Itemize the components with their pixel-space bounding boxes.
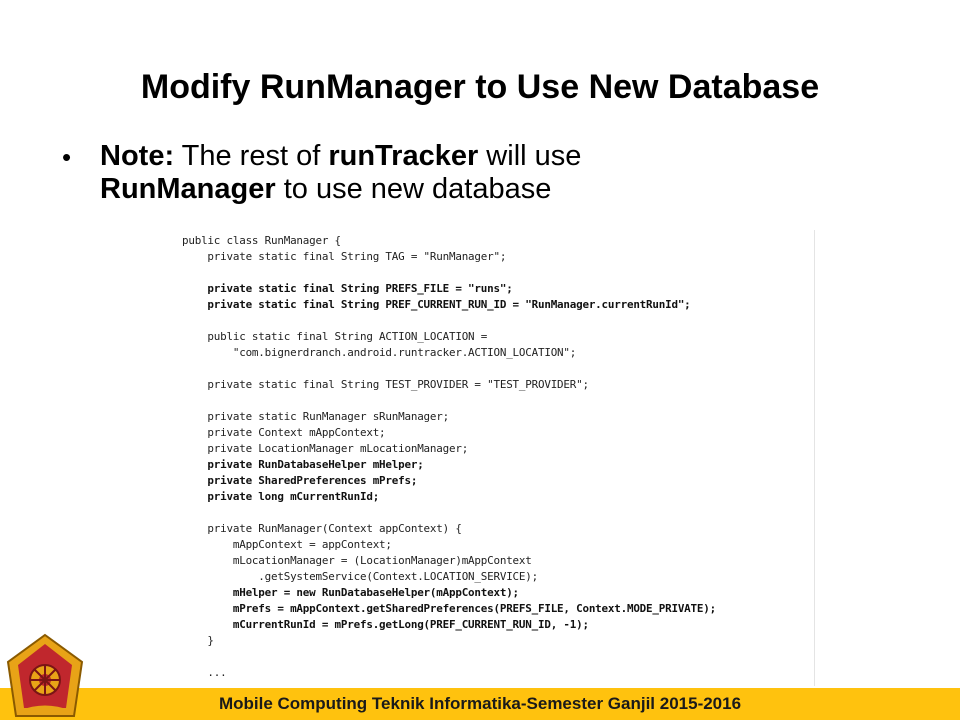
code-screenshot: public class RunManager { private static… (178, 230, 815, 686)
bullet-text-segment: will use (478, 140, 582, 172)
bullet-runtracker: runTracker (328, 140, 479, 172)
code-line: mCurrentRunId = mPrefs.getLong(PREF_CURR… (182, 618, 589, 631)
code-line: private RunManager(Context appContext) { (182, 522, 462, 535)
code-line: mPrefs = mAppContext.getSharedPreference… (182, 602, 716, 615)
footer-bar (0, 688, 960, 720)
code-line: public static final String ACTION_LOCATI… (182, 330, 488, 343)
code-line: private RunDatabaseHelper mHelper; (182, 458, 424, 471)
bullet-runmanager: RunManager (100, 173, 276, 205)
code-line: private static RunManager sRunManager; (182, 410, 449, 423)
code-line: public class RunManager { (182, 234, 341, 247)
code-line: private static final String PREF_CURRENT… (182, 298, 691, 311)
code-line: } (182, 634, 214, 647)
code-line: private static final String PREFS_FILE =… (182, 282, 513, 295)
code-line: mAppContext = appContext; (182, 538, 392, 551)
code-line: private static final String TAG = "RunMa… (182, 250, 507, 263)
code-line: "com.bignerdranch.android.runtracker.ACT… (182, 346, 577, 359)
bullet-note-label: Note: (100, 140, 175, 172)
code-line: mHelper = new RunDatabaseHelper(mAppCont… (182, 586, 519, 599)
code-line: private long mCurrentRunId; (182, 490, 380, 503)
university-emblem-icon (6, 633, 84, 717)
bullet-text-segment: to use new database (275, 173, 552, 205)
code-line: private LocationManager mLocationManager… (182, 442, 469, 455)
code-line: private Context mAppContext; (182, 426, 386, 439)
footer-text: Mobile Computing Teknik Informatika-Seme… (218, 694, 742, 713)
code-line: private SharedPreferences mPrefs; (182, 474, 418, 487)
code-line: mLocationManager = (LocationManager)mApp… (182, 554, 532, 567)
bullet-text-segment: The rest of (174, 140, 329, 172)
code-line: ... (182, 666, 227, 679)
code-line: .getSystemService(Context.LOCATION_SERVI… (182, 570, 538, 583)
code-line: private static final String TEST_PROVIDE… (182, 378, 589, 391)
bullet-dot-icon: • (62, 142, 72, 172)
slide-title: Modify RunManager to Use New Database (140, 68, 820, 106)
